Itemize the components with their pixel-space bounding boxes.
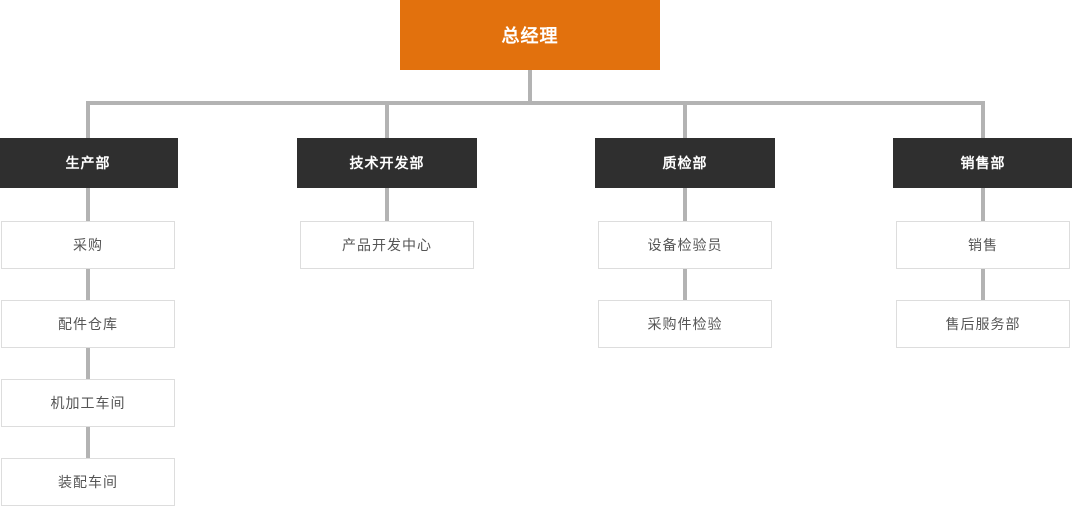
dept-node-label: 技术开发部 <box>349 155 425 171</box>
connector-stub <box>86 427 90 458</box>
connector-drop-production <box>86 101 90 138</box>
child-node-label: 产品开发中心 <box>342 237 432 253</box>
child-node-equipment-inspector: 设备检验员 <box>598 221 772 269</box>
dept-node-quality-inspection: 质检部 <box>595 138 775 188</box>
child-node-parts-warehouse: 配件仓库 <box>1 300 175 348</box>
child-node-product-dev-center: 产品开发中心 <box>300 221 474 269</box>
connector-stub <box>981 188 985 221</box>
dept-node-tech-development: 技术开发部 <box>297 138 477 188</box>
connector-root-trunk <box>528 70 532 105</box>
connector-drop-qc <box>683 101 687 138</box>
child-node-label: 设备检验员 <box>647 237 723 253</box>
root-node-label: 总经理 <box>501 26 559 46</box>
child-node-purchasing: 采购 <box>1 221 175 269</box>
child-node-label: 采购件检验 <box>647 316 723 332</box>
connector-stub <box>683 269 687 300</box>
connector-bus <box>86 101 985 105</box>
child-node-label: 机加工车间 <box>50 395 126 411</box>
connector-stub <box>86 269 90 300</box>
child-node-label: 售后服务部 <box>945 316 1021 332</box>
dept-node-production: 生产部 <box>0 138 178 188</box>
connector-stub <box>385 188 389 221</box>
connector-stub <box>683 188 687 221</box>
root-node-general-manager: 总经理 <box>400 0 660 70</box>
child-node-label: 配件仓库 <box>58 316 118 332</box>
child-node-label: 销售 <box>968 237 998 253</box>
child-node-sales: 销售 <box>896 221 1070 269</box>
dept-node-label: 销售部 <box>960 155 1006 171</box>
connector-stub <box>981 269 985 300</box>
dept-node-label: 生产部 <box>65 155 111 171</box>
child-node-label: 装配车间 <box>58 474 118 490</box>
child-node-after-sales-service: 售后服务部 <box>896 300 1070 348</box>
connector-drop-sales <box>981 101 985 138</box>
connector-drop-tech <box>385 101 389 138</box>
connector-stub <box>86 188 90 221</box>
child-node-machining-workshop: 机加工车间 <box>1 379 175 427</box>
child-node-purchased-parts-inspection: 采购件检验 <box>598 300 772 348</box>
child-node-label: 采购 <box>73 237 103 253</box>
connector-stub <box>86 348 90 379</box>
child-node-assembly-workshop: 装配车间 <box>1 458 175 506</box>
dept-node-sales: 销售部 <box>893 138 1072 188</box>
dept-node-label: 质检部 <box>662 155 708 171</box>
